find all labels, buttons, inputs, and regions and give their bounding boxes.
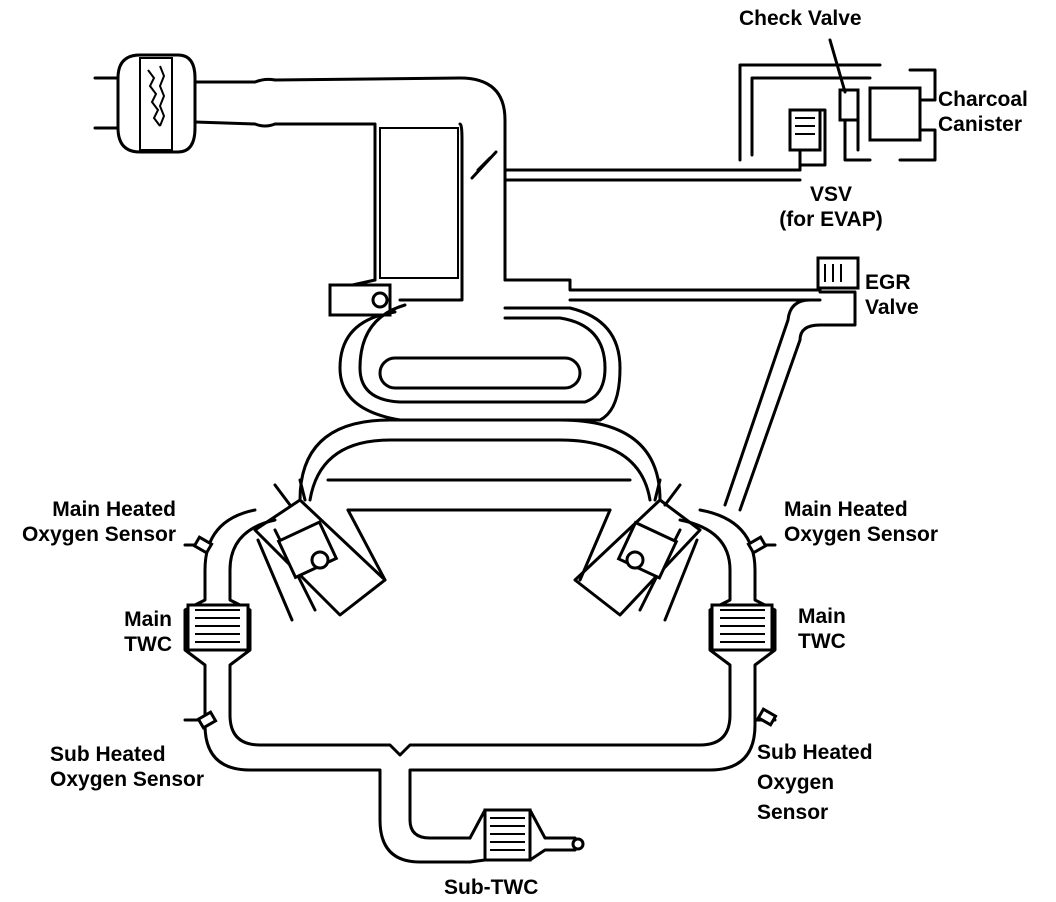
- charcoal-canister-label: Charcoal Canister: [938, 87, 1028, 137]
- right-exhaust: [408, 508, 777, 822]
- vsv-label-line1: VSV: [809, 183, 853, 206]
- intake-plenum: [328, 278, 822, 422]
- left-main-sensor-label-line2: Oxygen Sensor: [21, 523, 176, 546]
- check-valve-label: Check Valve: [739, 7, 862, 30]
- left-main-twc-label: Main TWC: [110, 607, 172, 657]
- charcoal-canister-label-line2: Canister: [938, 113, 1023, 136]
- egr-valve-label-line1: EGR: [865, 271, 911, 294]
- right-main-twc-label-line2: TWC: [798, 630, 846, 653]
- charcoal-canister-system: [738, 38, 937, 172]
- egr-system: [723, 256, 860, 512]
- right-sub-sensor-label-line1: Sub Heated: [757, 741, 873, 764]
- vsv-label: VSV (for EVAP): [771, 182, 891, 232]
- charcoal-canister-label-line1: Charcoal: [938, 88, 1028, 111]
- air-cleaner: [93, 53, 197, 154]
- right-main-sensor-label-line2: Oxygen Sensor: [784, 523, 939, 546]
- vsv-label-line2: (for EVAP): [779, 208, 883, 231]
- left-main-sensor-label: Main Heated Oxygen Sensor: [6, 497, 176, 547]
- sub-twc: [408, 808, 585, 864]
- left-main-twc-label-line1: Main: [124, 608, 172, 631]
- egr-valve-label-line2: Valve: [865, 296, 919, 319]
- right-main-twc-label-line1: Main: [798, 605, 846, 628]
- left-main-twc-label-line2: TWC: [124, 633, 172, 656]
- oxygen-sensors: [192, 535, 778, 730]
- right-main-sensor-label-line1: Main Heated: [784, 498, 908, 521]
- right-sub-sensor-label: Sub Heated Oxygen Sensor: [757, 738, 873, 828]
- evap-line: [503, 168, 802, 182]
- left-sub-sensor-label-line2: Oxygen Sensor: [50, 768, 205, 791]
- right-main-twc-label: Main TWC: [798, 604, 846, 654]
- sub-twc-label: Sub-TWC: [444, 876, 539, 899]
- right-main-sensor-label: Main Heated Oxygen Sensor: [784, 497, 938, 547]
- egr-valve-label: EGR Valve: [865, 270, 919, 320]
- right-sub-sensor-label-line3: Sensor: [757, 801, 829, 824]
- intake-pipe: [193, 76, 507, 282]
- left-sub-sensor-label-line1: Sub Heated: [50, 743, 166, 766]
- engine-block: [253, 418, 702, 622]
- left-main-sensor-label-line1: Main Heated: [52, 498, 176, 521]
- left-sub-sensor-label: Sub Heated Oxygen Sensor: [50, 742, 204, 792]
- right-sub-sensor-label-line2: Oxygen: [757, 771, 835, 794]
- left-exhaust: [183, 508, 702, 864]
